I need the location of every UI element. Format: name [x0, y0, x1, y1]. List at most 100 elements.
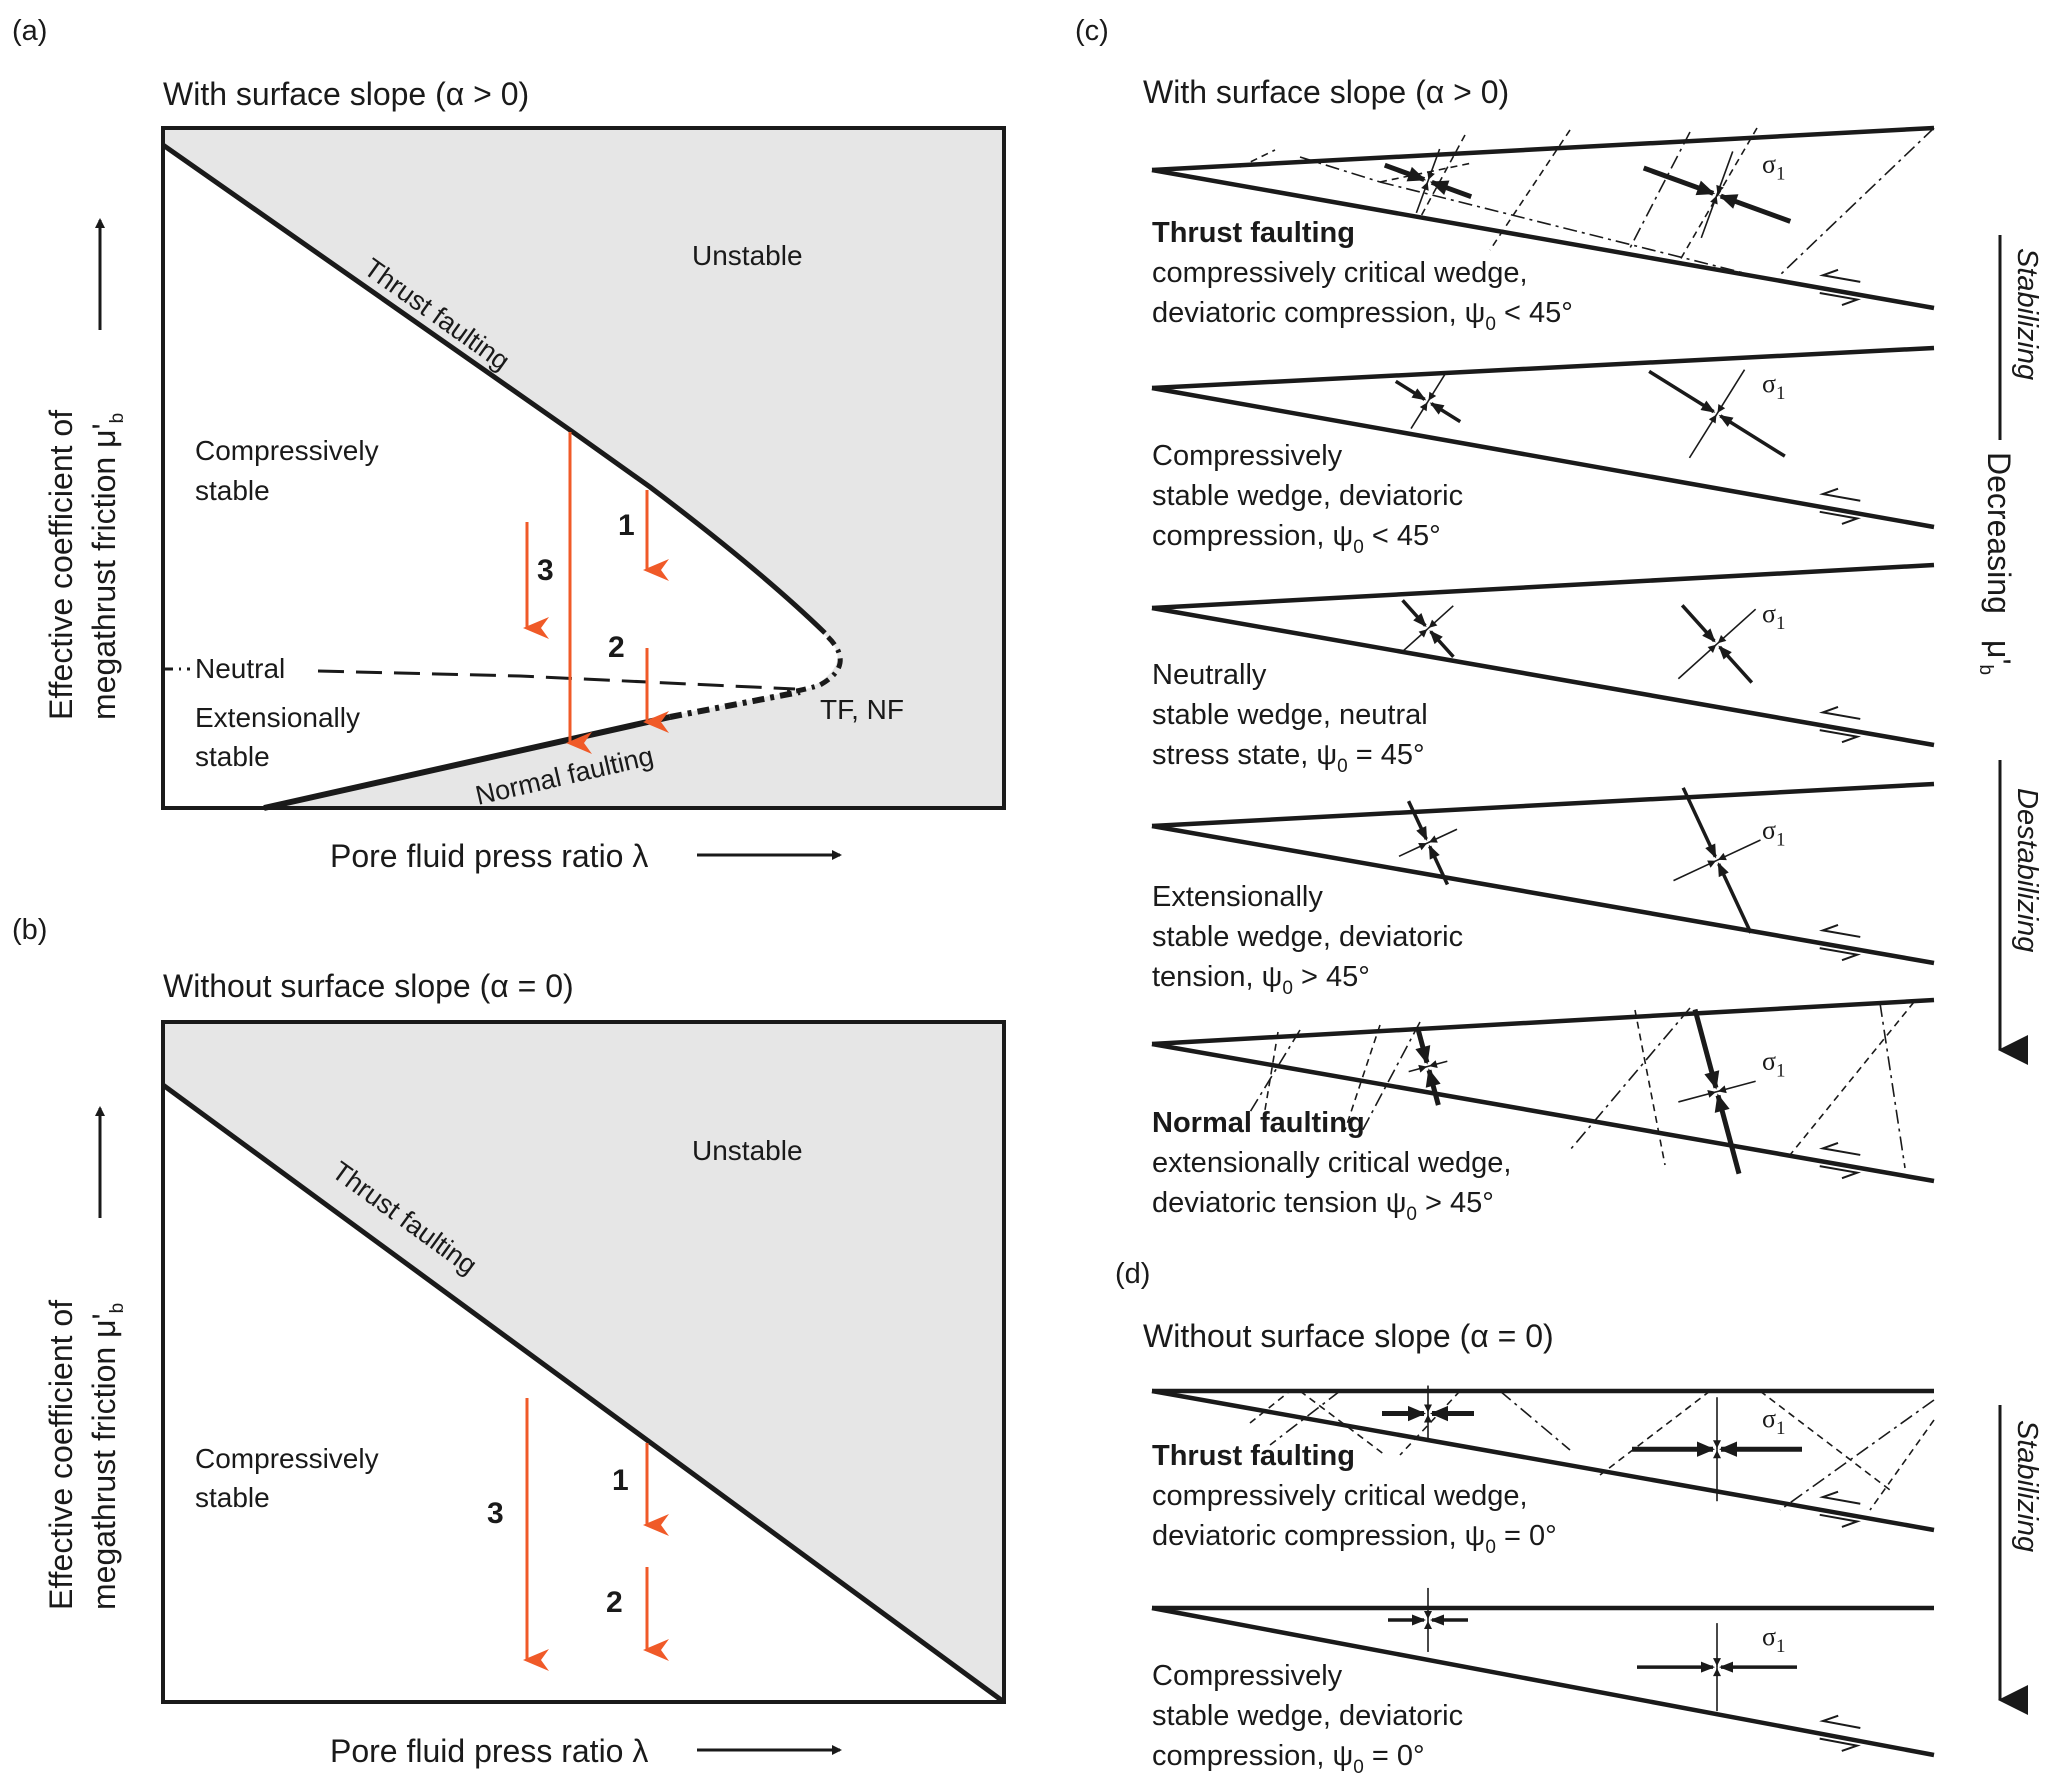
wedge-stack-c: σ1 Thrust faulting compressively critical …: [1151, 125, 1935, 1225]
label-tf-nf: TF, NF: [820, 694, 904, 725]
psi-subscript: 0: [1353, 537, 1364, 558]
sigma1-label: σ1: [1762, 1622, 1786, 1657]
sigma1-arrow-shaft: [1648, 369, 1715, 414]
wedge-text: compression, ψ: [1152, 520, 1353, 552]
y-label-b-text: megathrust friction μ': [86, 1313, 122, 1610]
wedge-description-line: stable wedge, neutral: [1152, 699, 1428, 731]
psi-relation: > 45°: [1293, 961, 1370, 993]
wedge-description-line: compressively critical wedge,: [1152, 257, 1528, 289]
sigma1-arrow-head: [1695, 180, 1716, 196]
wedge-description-line: compression, ψ0 = 0°: [1152, 1740, 1425, 1778]
plot-frame-a: [161, 126, 1006, 810]
shear-sense-arrow: [1819, 1165, 1862, 1180]
sigma3-arrow-head: [1717, 1085, 1727, 1094]
thrust-faulting-curve-dashed: [784, 635, 843, 696]
wedge-base-megathrust: [1151, 823, 1935, 966]
arrow-1-b-label: 1: [612, 1464, 629, 1497]
panel-c: (c) With surface slope (α > 0) σ1Thrust …: [1075, 15, 2043, 1225]
sigma-subscript: 1: [1776, 1418, 1786, 1439]
psi-relation: = 0°: [1496, 1520, 1557, 1552]
fault-plane-dashed: [1879, 1002, 1906, 1169]
y-label-a-sub: b: [107, 413, 128, 424]
wedge-description-line: stable wedge, deviatoric: [1152, 480, 1463, 512]
psi-subscript: 0: [1406, 1204, 1417, 1225]
sigma1-arrow-head: [1428, 844, 1440, 860]
thrust-faulting-curve: [161, 142, 827, 635]
wedge-text: deviatoric tension ψ: [1152, 1187, 1406, 1219]
shear-sense-arrow: [1818, 705, 1861, 720]
wedge-base-megathrust: [1151, 1605, 1935, 1758]
sigma1-arrow-head: [1411, 388, 1427, 401]
y-label-a-line1: Effective coefficient of: [43, 410, 79, 720]
fault-plane-dashed: [1344, 1024, 1381, 1131]
psi-subscript: 0: [1353, 1757, 1364, 1778]
sigma1-arrow-head: [1718, 194, 1739, 209]
wedge-text: deviatoric compression, ψ: [1152, 1520, 1485, 1552]
sigma3-arrow-head: [1428, 835, 1438, 843]
sigma1-arrow-shaft: [1681, 787, 1717, 858]
label-extensionally: Extensionally: [195, 702, 360, 733]
panel-b-title: Without surface slope (α = 0): [163, 968, 574, 1004]
panel-a-title: With surface slope (α > 0): [163, 76, 529, 112]
y-label-a-text: megathrust friction μ': [86, 423, 122, 720]
psi-subscript: 0: [1337, 756, 1348, 777]
sigma-subscript: 1: [1776, 829, 1786, 850]
fault-plane-dashed: [1789, 1001, 1915, 1156]
sigma1-arrow-head: [1413, 613, 1427, 628]
sigma1-arrow-head: [1415, 1045, 1431, 1065]
sigma3-arrow-head: [1424, 1610, 1432, 1619]
wedge-description-line: deviatoric compression, ψ0 = 0°: [1152, 1520, 1557, 1558]
sigma3-arrow-head: [1707, 644, 1717, 653]
sigma1-arrow-head: [1429, 402, 1445, 415]
sigma3-arrow-head: [1716, 184, 1724, 194]
sigma3-arrow-head: [1421, 181, 1429, 191]
sigma3-arrow-head: [1428, 391, 1437, 401]
arrow-2-label: 2: [608, 631, 625, 664]
fault-plane-dashed: [1569, 1007, 1691, 1151]
y-label-b-line1: Effective coefficient of: [43, 1300, 79, 1610]
fault-plane-dashed: [1419, 134, 1466, 219]
sigma1-arrow-shaft: [1719, 414, 1786, 458]
sigma1-arrow-head: [1717, 862, 1729, 878]
sigma3-arrow-head: [1418, 842, 1428, 851]
shear-sense-arrow: [1819, 291, 1862, 306]
sigma1-label: σ1: [1762, 1047, 1786, 1082]
wedge-surface: [1151, 345, 1935, 391]
x-label-b: Pore fluid press ratio λ: [330, 1733, 648, 1769]
fault-plane-dashed: [1779, 127, 1935, 276]
sigma3-arrow-head: [1418, 629, 1428, 638]
wedge-base-megathrust: [1151, 1388, 1935, 1533]
wedge-description-line: Compressively: [1152, 1660, 1343, 1692]
sigma1-arrow-head: [1406, 166, 1427, 182]
wedge-description-line: stable wedge, deviatoric: [1152, 1700, 1463, 1732]
wedge-title-bold: Thrust faulting: [1152, 1440, 1355, 1472]
wedge-description-line: Extensionally: [1152, 881, 1323, 913]
sigma1-arrow-head: [1430, 1614, 1444, 1626]
fault-plane-dashed: [1249, 1390, 1291, 1424]
plot-frame-b: [161, 1020, 1006, 1704]
wedge-title-bold: Thrust faulting: [1152, 217, 1355, 249]
psi-subscript: 0: [1485, 1537, 1496, 1558]
shear-sense-arrow: [1818, 923, 1861, 938]
fault-plane-dashed: [1359, 1021, 1421, 1136]
wedge-title-bold: Normal faulting: [1152, 1107, 1365, 1139]
sigma1-arrow-head: [1719, 1661, 1733, 1673]
sigma1-arrow-head: [1416, 825, 1428, 841]
fault-plane-dashed: [1499, 1390, 1571, 1451]
psi-relation: = 45°: [1348, 739, 1425, 771]
sigma1-arrow-head: [1425, 1068, 1441, 1088]
shear-sense-arrow: [1818, 487, 1861, 502]
sigma3-arrow-head: [1710, 195, 1718, 205]
shear-sense-arrow: [1819, 1714, 1861, 1729]
arrow-2-b-label: 2: [606, 1586, 623, 1619]
side-label-stabilizing: Stabilizing: [2011, 248, 2043, 380]
panel-a: (a) With surface slope (α > 0) Unstable …: [12, 15, 1006, 874]
